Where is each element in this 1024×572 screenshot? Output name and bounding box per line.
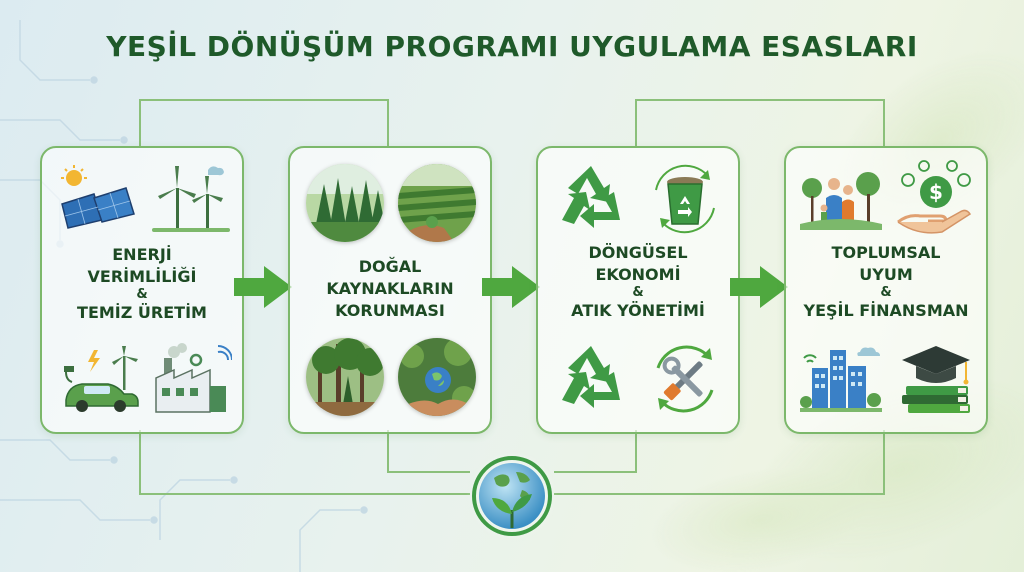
card-circular-line-3: ATIK YÖNETİMİ xyxy=(571,301,705,320)
card-social-cohesion: $ TOPLUMSAL UYUM & YEŞİL FİNANSMAN xyxy=(784,146,988,434)
card-energy-efficiency: ENERJİ VERİMLİLİĞİ & TEMİZ ÜRETİM xyxy=(40,146,244,434)
card-social-label: TOPLUMSAL UYUM & YEŞİL FİNANSMAN xyxy=(786,242,986,322)
card-resources-line-2: KAYNAKLARIN xyxy=(326,279,454,298)
card-circular-economy: DÖNGÜSEL EKONOMİ & ATIK YÖNETİMİ xyxy=(536,146,740,434)
smart-city-icon xyxy=(800,347,882,412)
recycle-bin-icon xyxy=(655,164,715,234)
electric-car-icon xyxy=(64,346,139,412)
card-circular-line-2: EKONOMİ xyxy=(595,265,681,284)
solar-panel-icon xyxy=(61,165,135,229)
earth-hands-photo xyxy=(398,338,476,416)
card-resources-line-3: KORUNMASI xyxy=(335,301,445,320)
card-energy-line-2: VERİMLİLİĞİ xyxy=(87,267,197,286)
card-circular-line-1: DÖNGÜSEL xyxy=(588,243,688,262)
card-energy-amp: & xyxy=(136,287,148,302)
svg-text:$: $ xyxy=(929,180,943,204)
tools-cycle-icon xyxy=(656,345,714,413)
card-resources-label: DOĞAL KAYNAKLARIN KORUNMASI xyxy=(290,256,490,322)
education-icon xyxy=(902,346,970,413)
arrow-right-icon xyxy=(482,266,540,308)
arrow-right-icon xyxy=(234,266,292,308)
card-energy-line-1: ENERJİ xyxy=(112,245,172,264)
recycle-icon xyxy=(562,346,620,408)
page-title: YEŞİL DÖNÜŞÜM PROGRAMI UYGULAMA ESASLARI xyxy=(106,30,918,63)
green-finance-icon: $ xyxy=(897,160,972,234)
card-energy-label: ENERJİ VERİMLİLİĞİ & TEMİZ ÜRETİM xyxy=(42,244,242,324)
card-natural-resources: DOĞAL KAYNAKLARIN KORUNMASI xyxy=(288,146,492,434)
card-social-line-1: TOPLUMSAL xyxy=(831,243,941,262)
arrow-right-icon xyxy=(730,266,788,308)
card-social-line-2: UYUM xyxy=(859,265,913,284)
wind-turbine-icon xyxy=(152,166,230,232)
forest-photo xyxy=(306,164,384,242)
factory-icon xyxy=(155,343,232,413)
farmland-photo xyxy=(398,164,476,242)
globe-leaf-icon xyxy=(466,450,558,542)
card-social-amp: & xyxy=(880,285,892,300)
woodland-photo xyxy=(306,338,384,416)
card-circular-amp: & xyxy=(632,285,644,300)
recycle-icon xyxy=(562,166,620,228)
card-resources-line-1: DOĞAL xyxy=(358,257,422,276)
card-circular-label: DÖNGÜSEL EKONOMİ & ATIK YÖNETİMİ xyxy=(538,242,738,322)
community-icon xyxy=(800,172,882,230)
card-energy-line-3: TEMİZ ÜRETİM xyxy=(77,303,207,322)
card-social-line-3: YEŞİL FİNANSMAN xyxy=(803,301,969,320)
